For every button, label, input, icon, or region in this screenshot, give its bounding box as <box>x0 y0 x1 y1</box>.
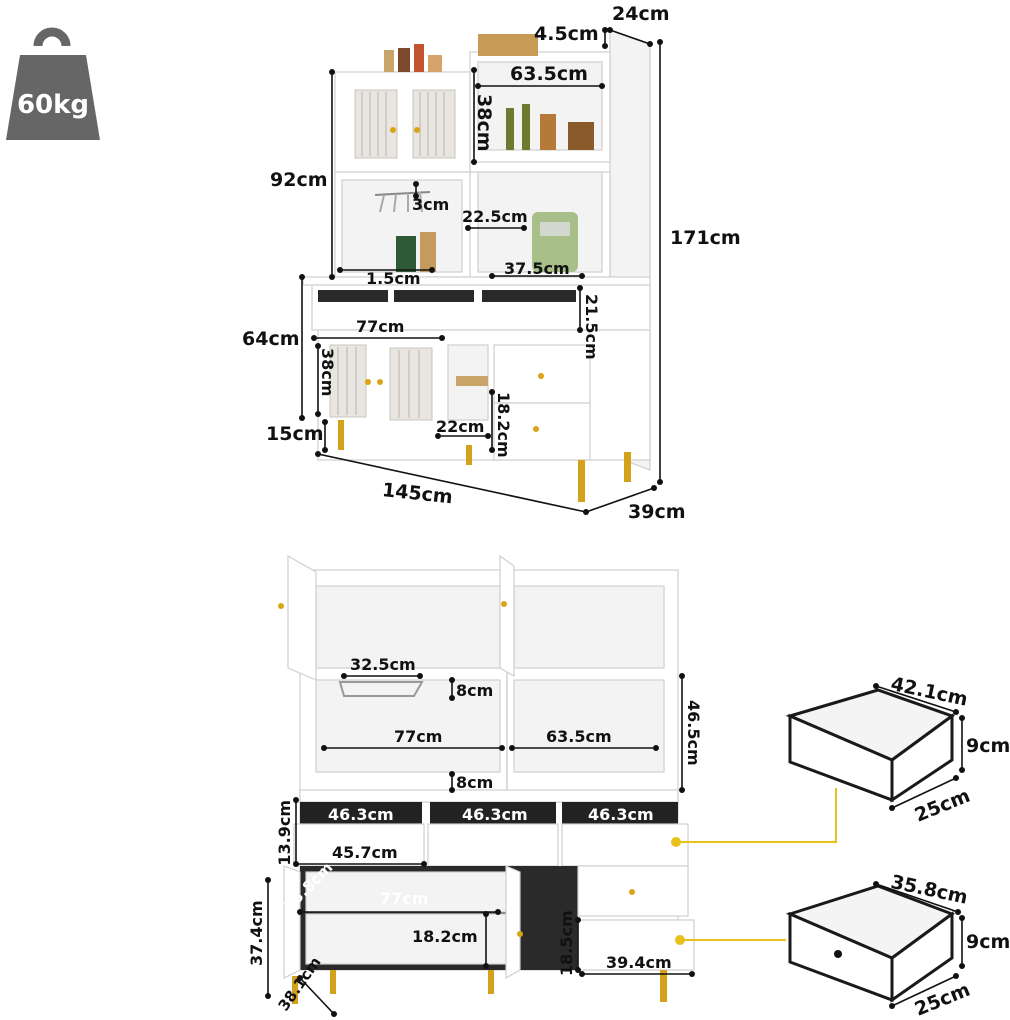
dim-total-height: 171cm <box>670 227 741 249</box>
dim-lines-bottom <box>265 673 695 1017</box>
dim-side-drawer-width: 39.4cm <box>606 953 672 972</box>
dim-upper-shelf-width: 63.5cm <box>510 63 588 85</box>
dim-total-width: 145cm <box>381 479 454 508</box>
weight-badge: 60kg <box>6 27 100 140</box>
open-drawer-left <box>293 823 425 867</box>
dim-small-shelf-height: 18.2cm <box>494 392 513 458</box>
cabinet-bottom-view: 32.5cm 8cm 46.5cm 77cm 63.5cm 8cm 46.3cm… <box>247 554 837 1017</box>
dim-mid-opening-width: 22.5cm <box>462 207 528 226</box>
dim-cabinet-shelf-height: 18.2cm <box>412 927 478 946</box>
dim-side-drawer-height: 18.5cm <box>557 910 576 976</box>
dim-glass-rack-gap: 3cm <box>412 195 449 214</box>
drawer-top-height: 9cm <box>966 735 1010 757</box>
dim-slot-3: 46.3cm <box>588 805 654 824</box>
callout-top-drawer <box>676 788 837 843</box>
dim-cabinet-inner-width: 77cm <box>380 889 428 908</box>
drawer-detail-bottom: 35.8cm 9cm 25cm <box>785 871 1010 1020</box>
drawer-bottom-height: 9cm <box>966 931 1010 953</box>
open-door-lower-left <box>283 865 301 979</box>
dim-rail-width: 32.5cm <box>350 655 416 674</box>
glass-door-left <box>354 89 398 159</box>
dim-drawer-row-width: 45.7cm <box>332 843 398 862</box>
drawer-knob-icon <box>834 950 842 958</box>
dim-inner-width-left: 77cm <box>394 727 442 746</box>
dim-drawer-row-height-b: 13.9cm <box>275 800 294 866</box>
dim-lower-gap: 8cm <box>456 773 493 792</box>
dim-small-shelf-width: 22cm <box>436 417 484 436</box>
dim-slot-1: 46.3cm <box>328 805 394 824</box>
weight-icon <box>6 27 100 140</box>
dim-cabinet-height: 37.4cm <box>247 900 266 966</box>
dim-slot-2: 46.3cm <box>462 805 528 824</box>
dim-total-depth: 39cm <box>628 501 686 523</box>
dim-drawer-row-height: 21.5cm <box>582 294 601 360</box>
dim-door-height: 38cm <box>318 348 337 396</box>
open-door-lower-mid <box>505 865 521 980</box>
open-door-left <box>287 554 317 681</box>
dim-top-gap: 4.5cm <box>534 23 599 45</box>
drawer-bottom-depth: 25cm <box>912 979 974 1020</box>
dim-depth-top: 24cm <box>612 3 670 25</box>
open-door-mid <box>499 554 515 678</box>
base-glass-door-left <box>329 344 367 418</box>
dim-coffee-shelf-width: 37.5cm <box>504 259 570 278</box>
dim-leg-height: 15cm <box>266 423 324 445</box>
drawer-top-depth: 25cm <box>912 785 974 827</box>
dim-hutch-height: 92cm <box>270 169 328 191</box>
dim-lines-top <box>299 27 663 515</box>
glass-door-right <box>412 89 456 159</box>
base-glass-door-right <box>389 347 433 421</box>
drawer-detail-top: 42.1cm 9cm 25cm <box>785 673 1010 827</box>
open-drawer-right <box>561 823 689 867</box>
dim-counter-gap: 1.5cm <box>366 269 421 288</box>
dim-base-height: 64cm <box>242 328 300 350</box>
dim-right-height: 46.5cm <box>684 700 703 766</box>
dim-base-inner-width: 77cm <box>356 317 404 336</box>
dim-rail-gap: 8cm <box>456 681 493 700</box>
dim-inner-width-right: 63.5cm <box>546 727 612 746</box>
dim-upper-shelf-height: 38cm <box>473 94 495 152</box>
open-drawer-mid <box>427 823 559 867</box>
weight-label: 60kg <box>17 90 89 120</box>
cabinet-top-view: 24cm 4.5cm 63.5cm 38cm 92cm 3cm 22.5cm 1… <box>242 3 741 523</box>
